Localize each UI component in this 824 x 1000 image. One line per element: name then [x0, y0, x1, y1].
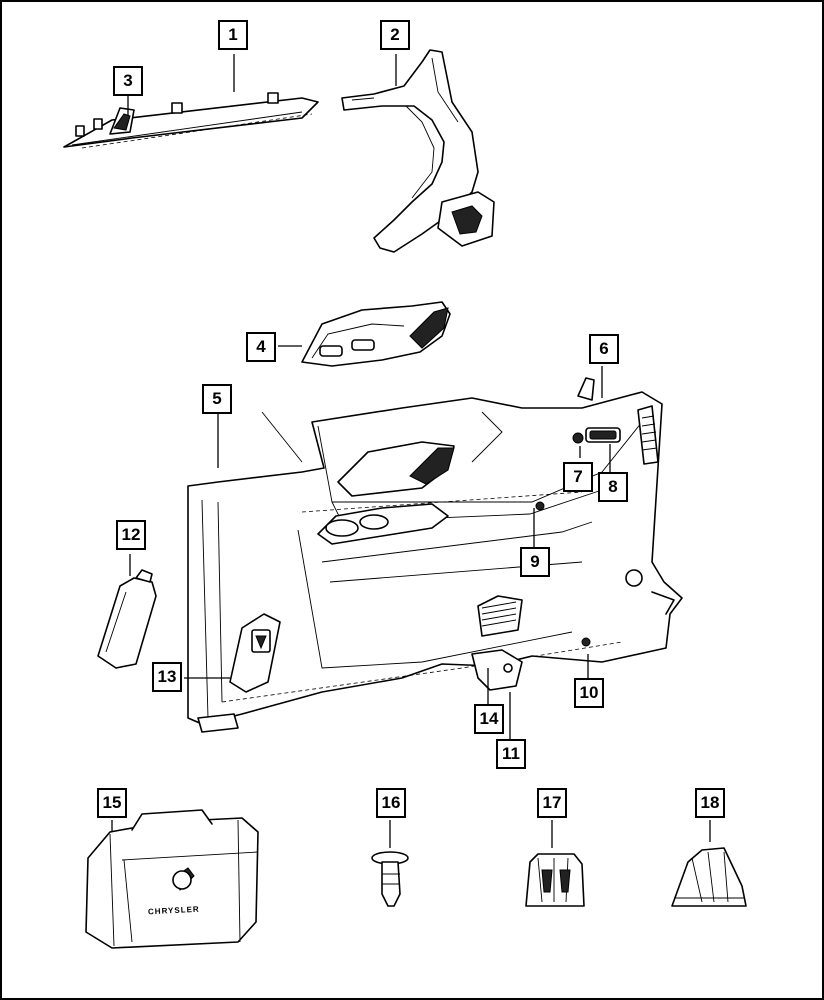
part-1-trim-strip	[63, 92, 319, 149]
callout-5: 5	[202, 384, 232, 414]
leader-lines	[111, 54, 711, 848]
callout-14: 14	[474, 704, 504, 734]
part-17-clip	[525, 853, 585, 907]
callout-16: 16	[376, 788, 406, 818]
part-12-cover	[97, 569, 157, 669]
callout-9: 9	[520, 547, 550, 577]
callout-6: 6	[589, 334, 619, 364]
part-18-clip	[671, 847, 747, 907]
part-8-switch-bezel	[585, 427, 621, 443]
part-4-storage-bin	[301, 301, 451, 367]
callout-18: 18	[695, 788, 725, 818]
callout-1: 1	[218, 20, 248, 50]
callout-7: 7	[563, 462, 593, 492]
callout-15: 15	[97, 788, 127, 818]
callout-13: 13	[152, 662, 182, 692]
part-2-pillar-trim	[341, 49, 495, 253]
callout-11: 11	[496, 739, 526, 769]
callout-4: 4	[246, 332, 276, 362]
callout-2: 2	[380, 20, 410, 50]
part-7-knob	[572, 432, 584, 444]
callout-8: 8	[598, 472, 628, 502]
part-16-push-pin	[371, 851, 409, 907]
callout-12: 12	[116, 520, 146, 550]
callout-10: 10	[574, 678, 604, 708]
callout-3: 3	[113, 66, 143, 96]
part-5-quarter-trim-panel	[187, 377, 683, 733]
part-15-storage-case	[85, 809, 259, 949]
callout-17: 17	[537, 788, 567, 818]
part-13-latch-bezel	[229, 613, 281, 693]
